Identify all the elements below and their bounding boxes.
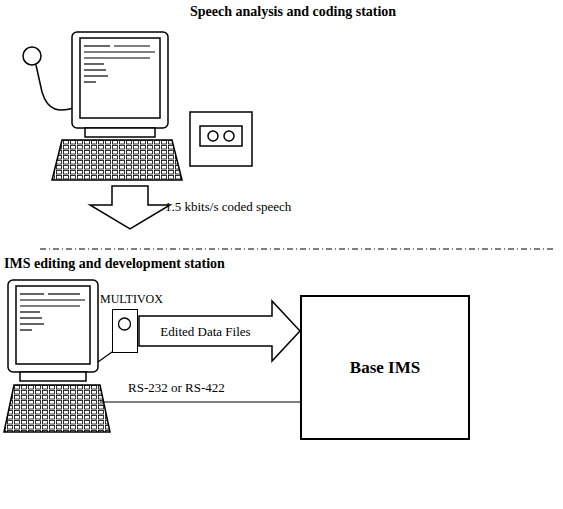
computer	[4, 280, 110, 432]
system-box: Base IMS	[300, 295, 470, 440]
device: MULTIVOX	[100, 292, 163, 353]
down-arrow	[90, 186, 170, 229]
station-heading: Speech analysis and coding station	[190, 4, 396, 20]
arrow-label: Edited Data Files	[158, 324, 252, 339]
device-label: MULTIVOX	[100, 292, 163, 307]
device-knob	[113, 310, 136, 351]
annotation: 1.5 kbits/s coded speech	[165, 199, 291, 215]
serial-line	[100, 401, 300, 402]
station-heading: IMS editing and development station	[4, 256, 225, 272]
microphone	[23, 47, 74, 110]
box-label: Base IMS	[350, 358, 420, 378]
cable	[98, 352, 112, 362]
divider	[40, 249, 556, 250]
block-arrow	[139, 301, 300, 361]
tape-recorder	[190, 112, 252, 166]
computer	[52, 32, 182, 180]
annotation: RS-232 or RS-422	[128, 380, 225, 396]
device-body	[112, 309, 138, 353]
